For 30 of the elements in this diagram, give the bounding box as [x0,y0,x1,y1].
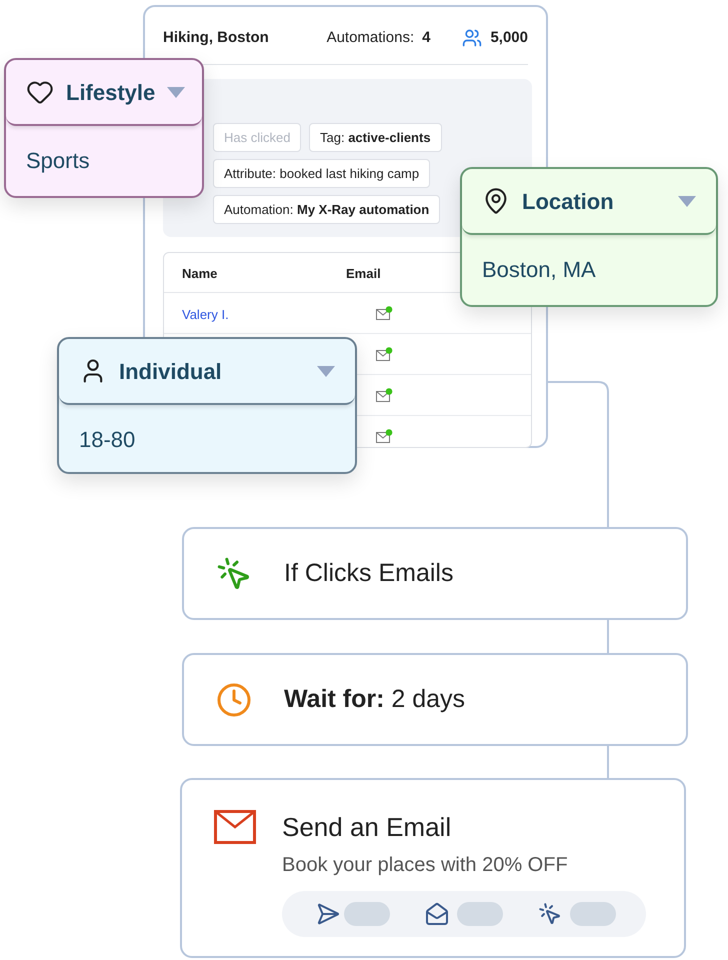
segment-title: Hiking, Boston [163,28,269,48]
step-box [182,653,688,746]
stat-label: Automations: [326,28,414,48]
connector-line [607,746,609,778]
connector-line [548,381,609,527]
filter-dropdown [4,58,204,198]
connector-line [607,620,609,653]
step-title: Send an Email [282,811,452,844]
filter-chip: Tag: active-clients [309,123,442,152]
card-value: 18-80 [78,426,136,454]
card-title: Location [522,188,614,216]
filter-chip: Automation: My X-Ray automation [213,195,440,224]
card-title: Individual [119,358,222,386]
step-title: Wait for: 2 days [284,684,466,715]
filter-chip: Attribute: booked last hiking camp [213,159,430,188]
stat-value: 4 [422,28,430,48]
filter-chip: Has clicked [213,123,302,152]
column-header: Name [182,265,218,283]
filter-dropdown [57,337,357,474]
contact-name: Valery I. [182,306,229,324]
contact-count: 5,000 [490,28,528,48]
email-subject: Book your places with 20% OFF [282,853,568,878]
step-title: If Clicks Emails [284,558,454,589]
step-box [182,527,688,620]
email-step-box [180,778,686,958]
card-title: Lifestyle [66,78,156,107]
card-value: Boston, MA [481,256,597,284]
filter-dropdown [460,167,718,307]
column-header: Email [346,265,381,283]
card-value: Sports [25,147,91,175]
